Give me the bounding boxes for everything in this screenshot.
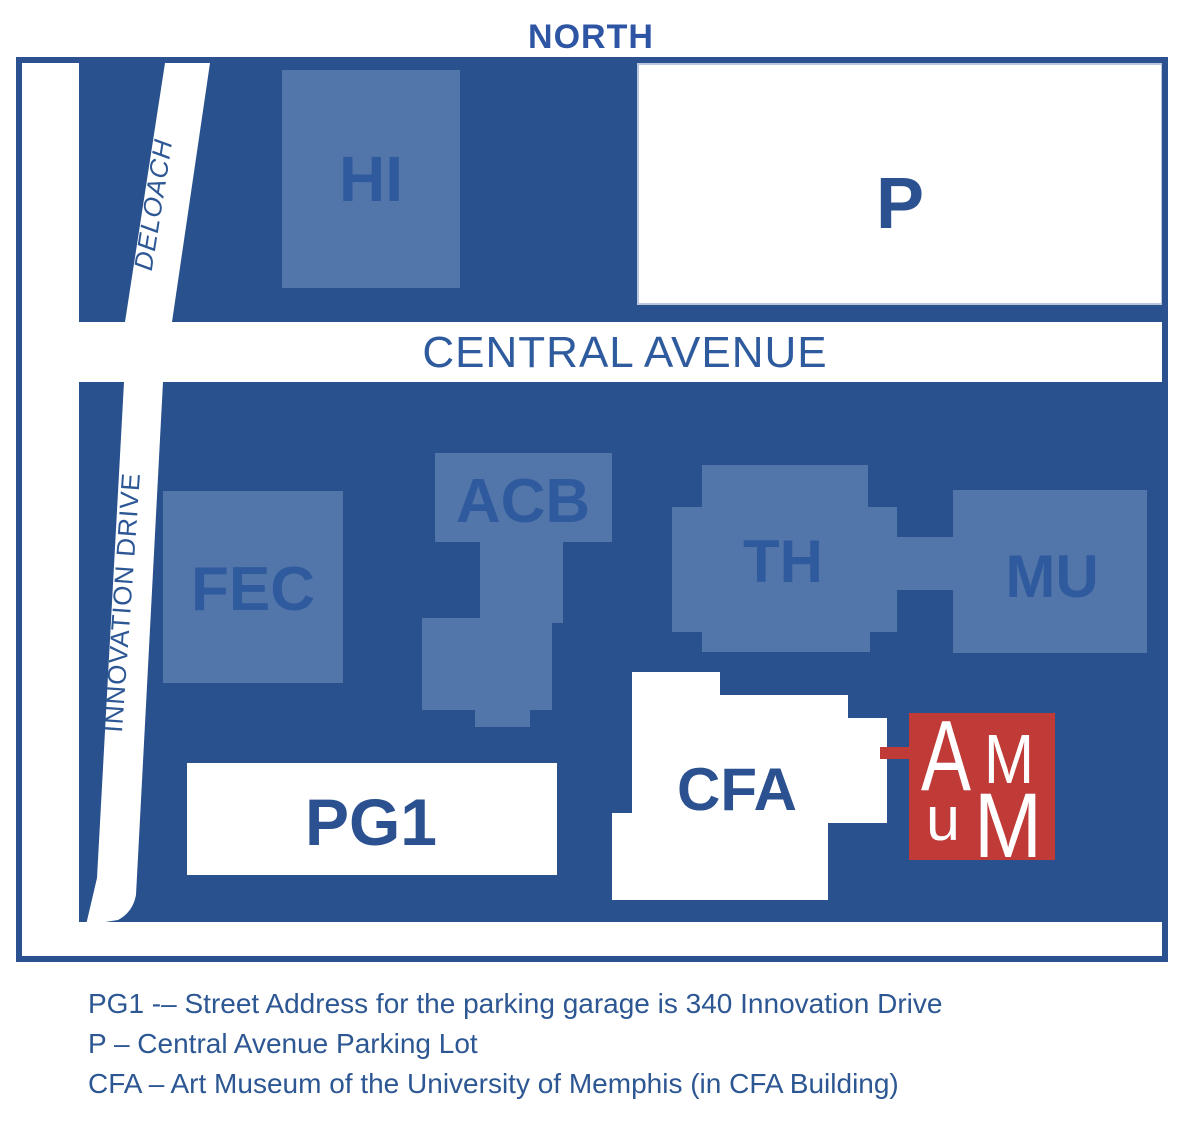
parking-lot-label: P <box>876 164 924 244</box>
bottom-road <box>22 922 1162 956</box>
amum-letter-m-bottom: M <box>974 775 1042 877</box>
amum-connector-bar <box>880 747 912 759</box>
innovation-drive-road <box>86 382 163 925</box>
legend-line-cfa: CFA – Art Museum of the University of Me… <box>88 1068 899 1099</box>
central-avenue-road <box>22 322 1162 382</box>
pg1-parking-garage <box>187 763 557 875</box>
pg1-label: PG1 <box>305 785 437 859</box>
legend-line-p: P – Central Avenue Parking Lot <box>88 1028 478 1059</box>
cfa-building <box>612 672 887 900</box>
left-road <box>22 63 79 956</box>
central-avenue-parking-lot <box>637 63 1163 305</box>
acb-building <box>422 453 612 727</box>
map-legend: PG1 -– Street Address for the parking ga… <box>88 984 942 1104</box>
map-frame <box>16 57 1168 962</box>
hi-building <box>282 70 460 288</box>
amum-letter-m-top: M <box>984 720 1034 798</box>
th-label: TH <box>743 528 823 595</box>
th-mu-connector <box>897 537 953 590</box>
central-avenue-label: CENTRAL AVENUE <box>422 328 827 377</box>
deloach-road <box>125 63 210 322</box>
acb-label: ACB <box>456 467 590 536</box>
amum-letter-u: u <box>926 785 960 854</box>
hi-label: HI <box>339 143 403 215</box>
fec-label: FEC <box>191 555 315 624</box>
fec-building <box>163 491 343 683</box>
legend-line-pg1: PG1 -– Street Address for the parking ga… <box>88 988 943 1019</box>
mu-building <box>953 490 1147 653</box>
amum-logo-square <box>909 713 1055 860</box>
amum-letter-a: A <box>921 700 971 812</box>
cfa-label: CFA <box>677 756 797 823</box>
mu-label: MU <box>1005 543 1098 610</box>
north-label: NORTH <box>528 18 654 56</box>
th-building <box>672 465 897 652</box>
